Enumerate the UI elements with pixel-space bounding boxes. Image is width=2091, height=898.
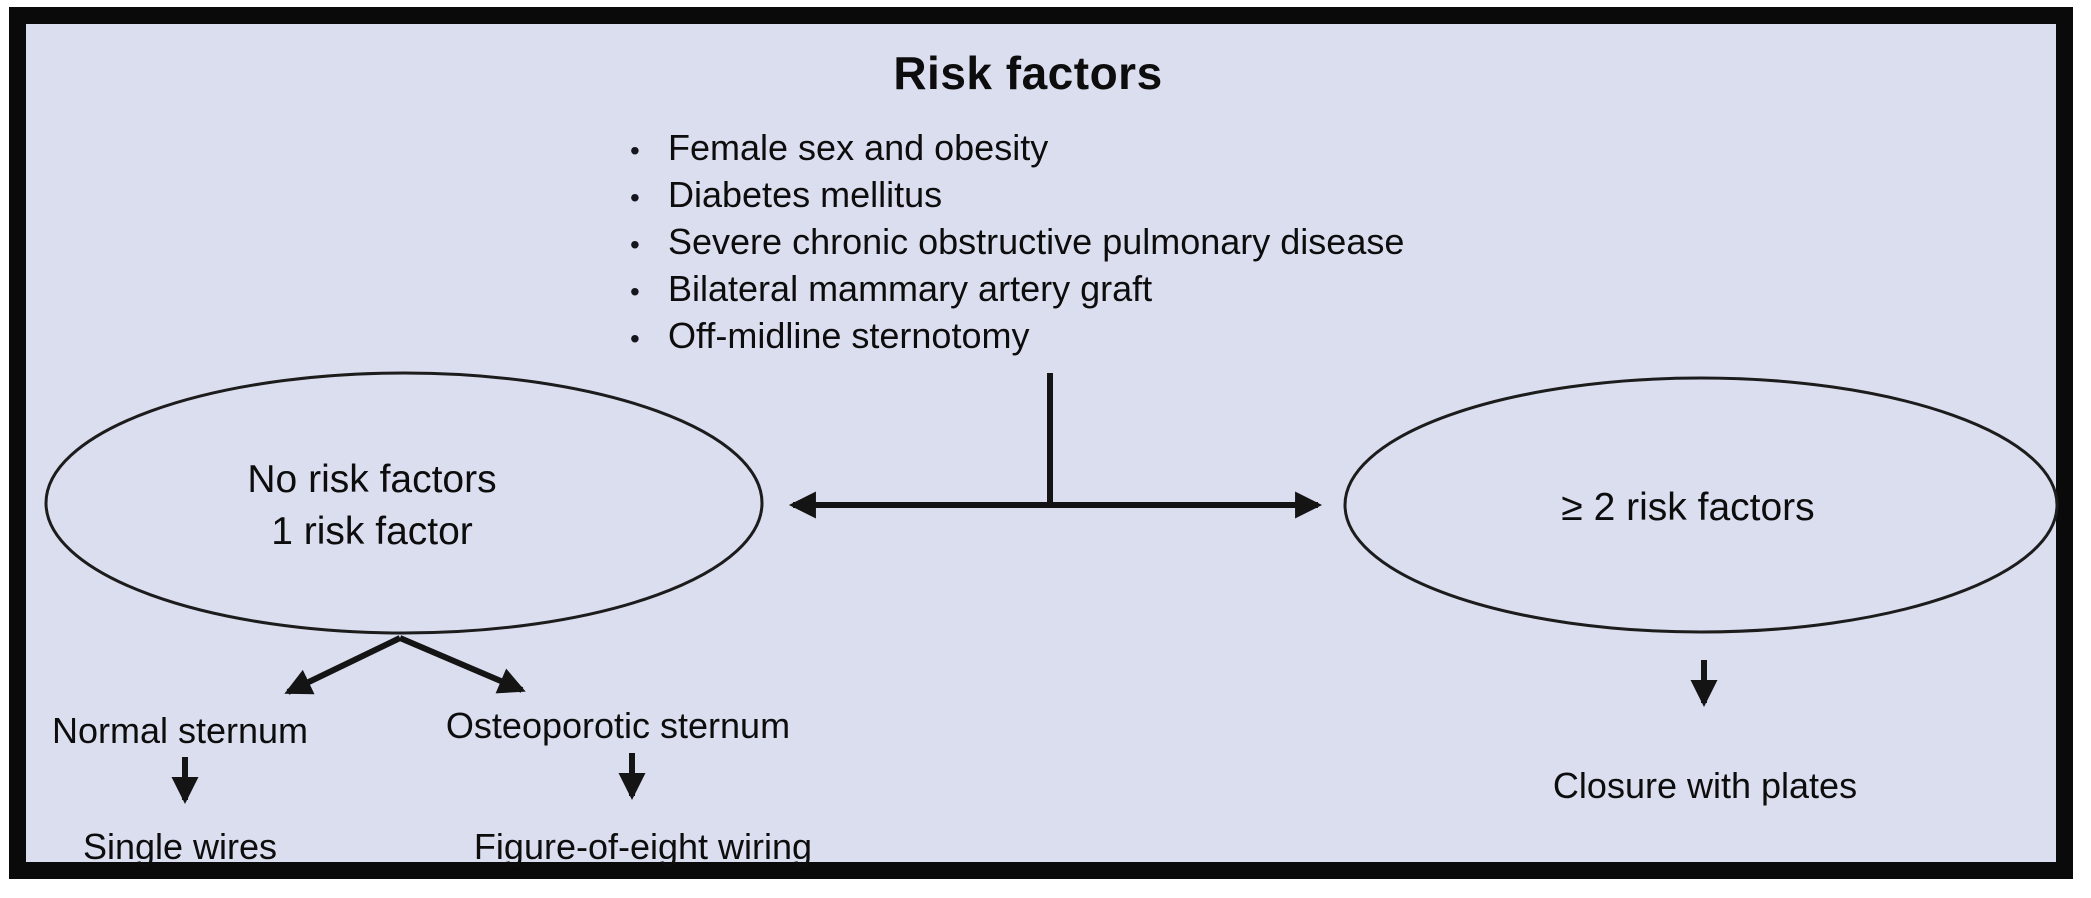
node-low-risk-line2: 1 risk factor	[271, 510, 473, 553]
bullet-icon: •	[630, 229, 640, 260]
node-low-risk-line1: No risk factors	[247, 458, 497, 501]
risk-factor-text: Diabetes mellitus	[668, 174, 943, 215]
bullet-icon: •	[630, 135, 640, 166]
risk-factor-list: • Female sex and obesity • Diabetes mell…	[630, 126, 1404, 361]
risk-factor-item: • Female sex and obesity	[630, 126, 1404, 173]
risk-factor-item: • Severe chronic obstructive pulmonary d…	[630, 220, 1404, 267]
fork-arrow-right	[398, 635, 526, 694]
bullet-icon: •	[630, 323, 640, 354]
node-low-risk-label: No risk factors 1 risk factor	[247, 454, 496, 558]
label-normal-sternum: Normal sternum	[51, 710, 309, 751]
fork-arrow-left	[284, 635, 402, 695]
bullet-icon: •	[630, 276, 640, 307]
high-risk-ellipse	[1343, 376, 2059, 634]
diagram-title: Risk factors	[893, 47, 1163, 99]
label-closure-with-plates: Closure with plates	[1552, 765, 1858, 806]
risk-factor-text: Female sex and obesity	[668, 127, 1049, 168]
diagram-frame	[9, 7, 2073, 879]
bullet-icon: •	[630, 182, 640, 213]
low-risk-ellipse	[44, 371, 764, 635]
label-osteoporotic-sternum: Osteoporotic sternum	[445, 705, 791, 746]
risk-factor-item: • Off-midline sternotomy	[630, 314, 1404, 361]
node-high-risk-label: ≥ 2 risk factors	[1561, 486, 1815, 529]
risk-factor-item: • Diabetes mellitus	[630, 173, 1404, 220]
risk-factor-text: Severe chronic obstructive pulmonary dis…	[668, 221, 1405, 262]
risk-factor-item: • Bilateral mammary artery graft	[630, 267, 1404, 314]
risk-factor-text: Off-midline sternotomy	[668, 315, 1030, 356]
risk-factor-text: Bilateral mammary artery graft	[668, 268, 1153, 309]
label-single-wires: Single wires	[82, 826, 278, 867]
label-figure-of-eight-wiring: Figure-of-eight wiring	[473, 826, 813, 867]
